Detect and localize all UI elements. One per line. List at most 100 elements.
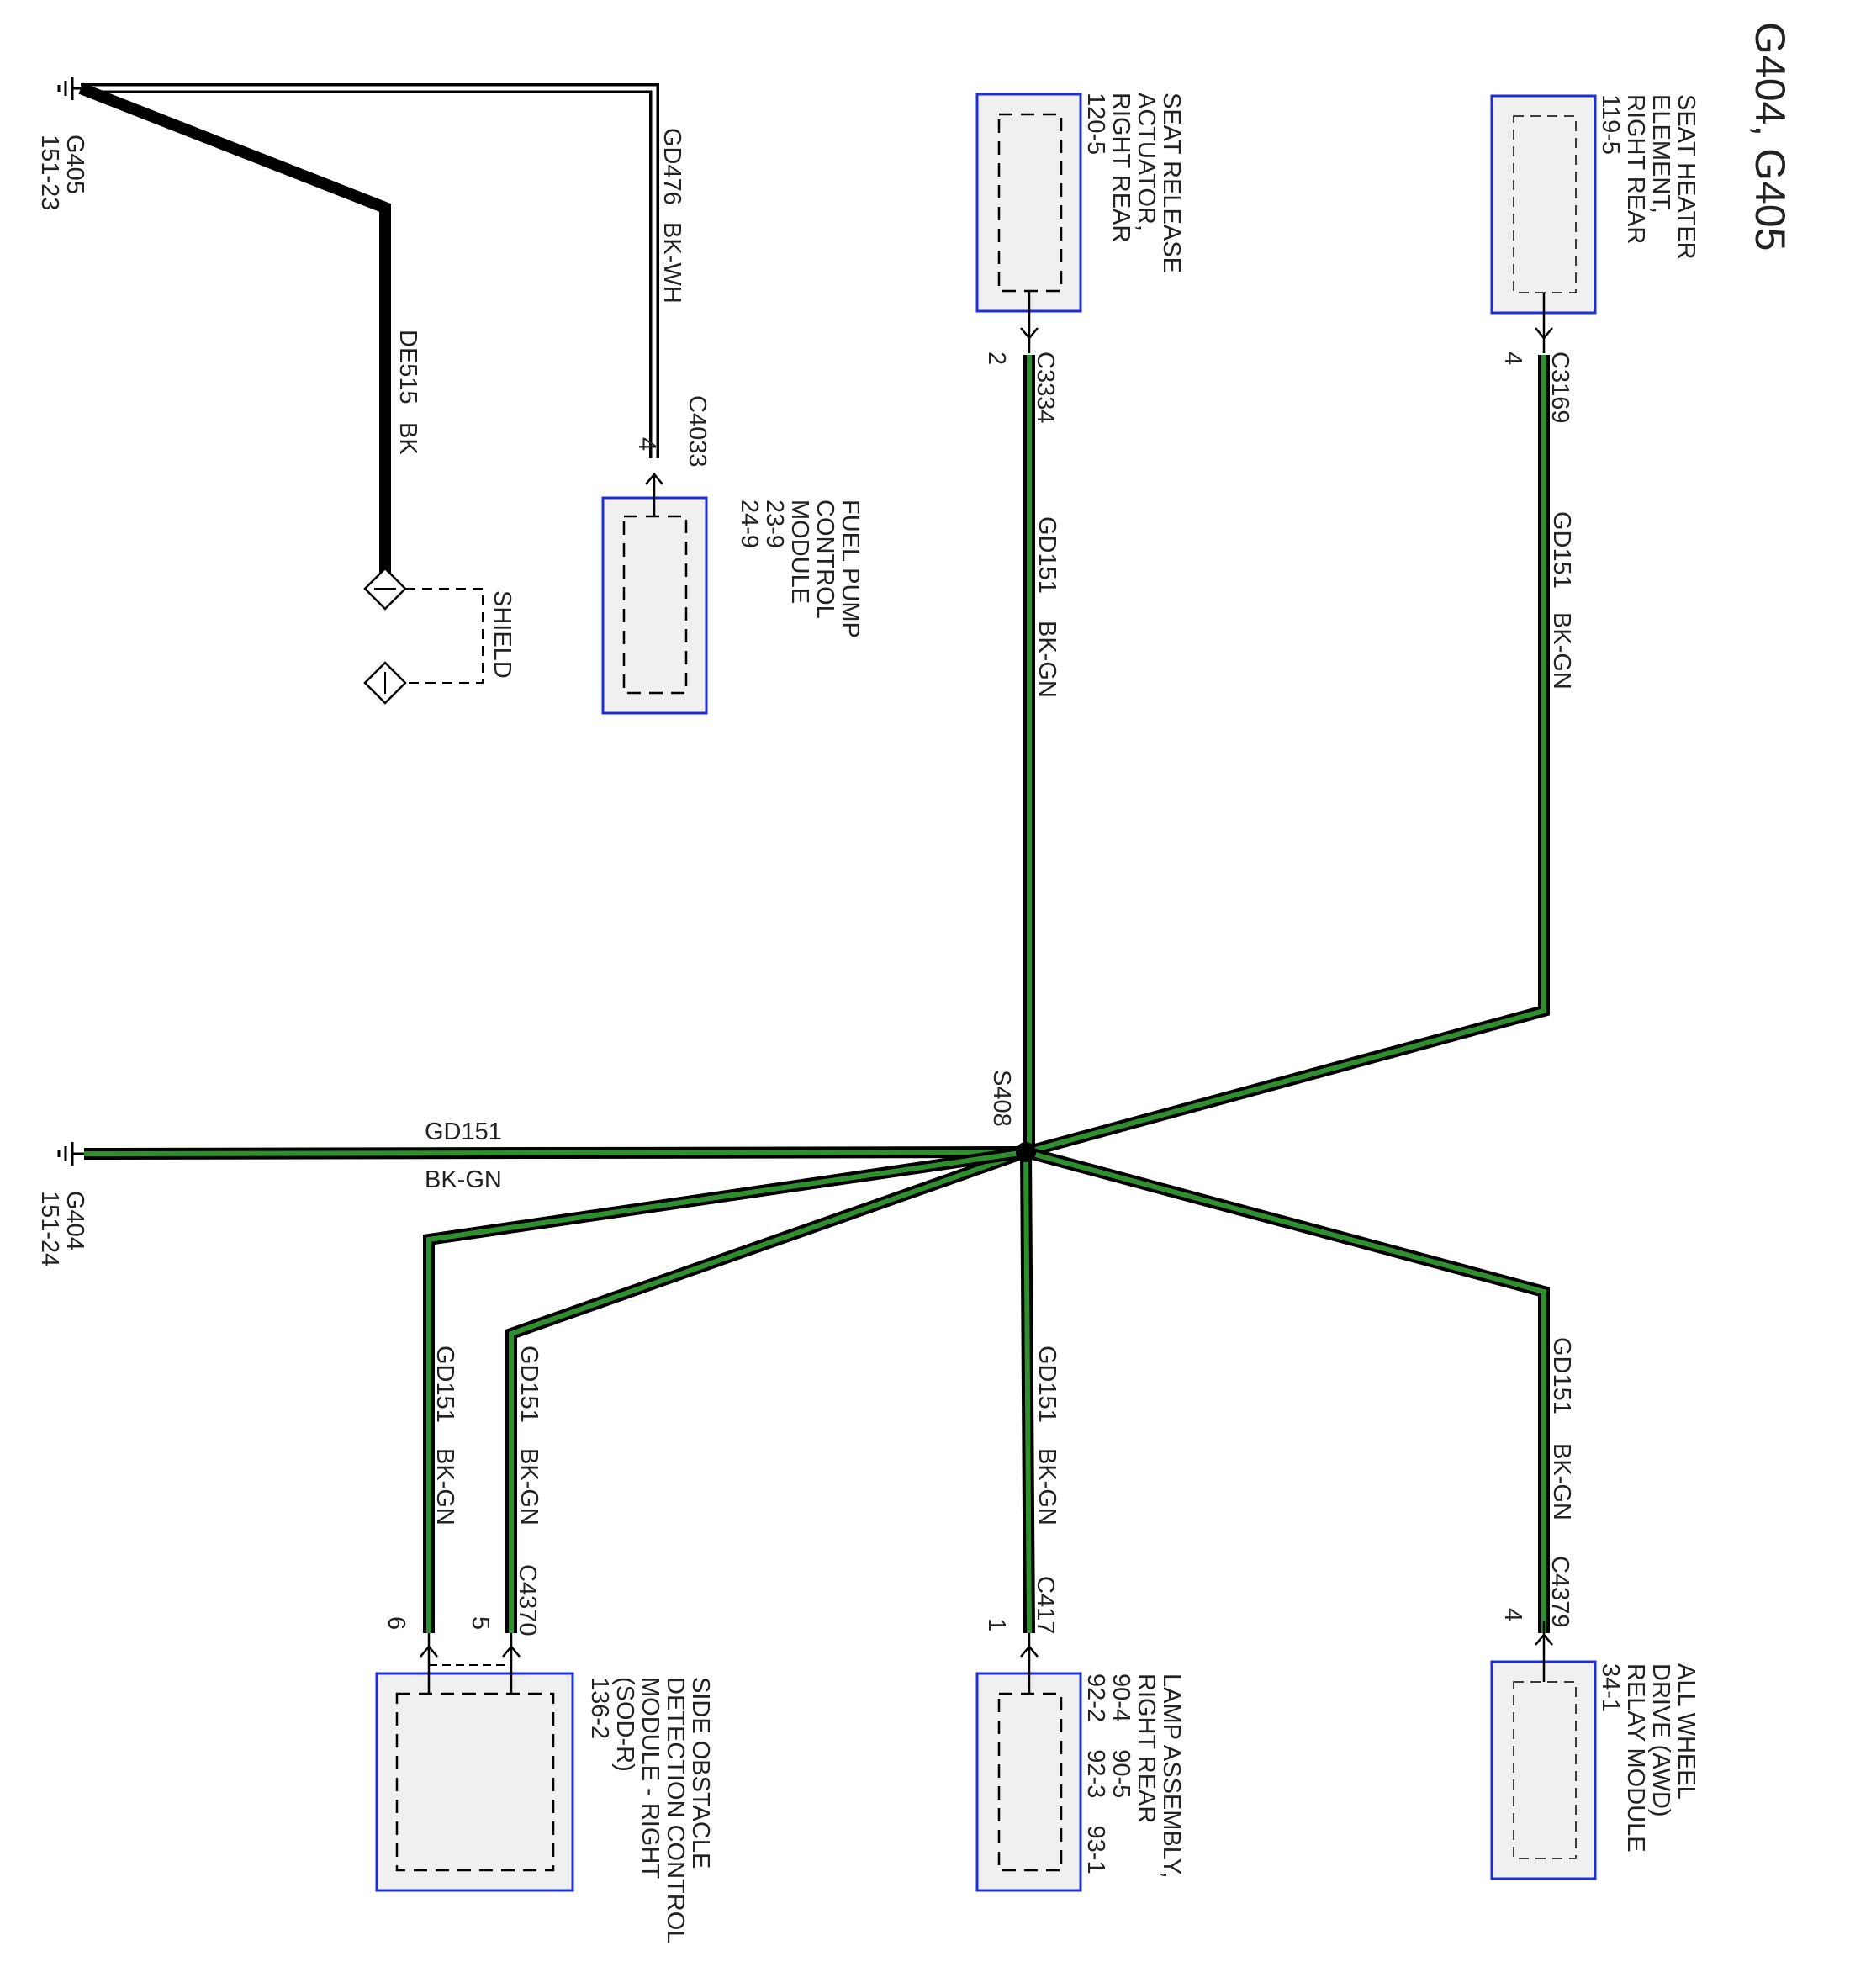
pin-label: 4 bbox=[1499, 352, 1526, 365]
connector-label: C417 bbox=[1032, 1576, 1059, 1634]
connector-label: C3334 bbox=[1032, 352, 1059, 423]
wire-circuit-sod-6: GD151 bbox=[431, 1346, 458, 1423]
component-name-line: RIGHT REAR bbox=[1622, 94, 1649, 244]
pin-label: 1 bbox=[983, 1618, 1010, 1631]
ground-label: G405 bbox=[61, 135, 88, 194]
splice-dot-icon bbox=[1016, 1142, 1036, 1162]
wire-color-stripe bbox=[509, 1150, 1027, 1633]
connector-label: C3169 bbox=[1546, 352, 1573, 423]
wire-gd151-ground[interactable] bbox=[83, 1146, 1027, 1160]
wire-color-gd476: BK-WH bbox=[658, 222, 685, 304]
wire-color-stripe bbox=[1025, 1150, 1546, 1633]
component-ref: 23-9 bbox=[761, 500, 788, 548]
wire-color-stripe bbox=[1023, 1151, 1032, 1634]
component-fuel-pump-control-module[interactable]: C4033 4 FUEL PUMP CONTROL MODULE 23-9 24… bbox=[601, 395, 864, 715]
wires bbox=[78, 82, 1550, 1634]
component-name-line: RELAY MODULE bbox=[1622, 1663, 1649, 1853]
connector-pin-icon bbox=[1535, 1621, 1553, 1682]
pin-label: 5 bbox=[467, 1616, 494, 1630]
component-sod-r-module[interactable]: C4370 5 6 SIDE OBSTACLE DETECTION CONTRO… bbox=[375, 1564, 714, 1943]
wire-gd151-sod-6[interactable] bbox=[423, 1146, 1028, 1633]
component-awd-relay-module[interactable]: C4379 4 ALL WHEEL DRIVE (AWD) RELAY MODU… bbox=[1490, 1556, 1699, 1880]
ground-g404[interactable]: G404 151-24 bbox=[36, 1142, 88, 1266]
wire-outer-stroke bbox=[81, 83, 659, 458]
wire-gd151-seat-heater[interactable] bbox=[1024, 355, 1550, 1158]
component-name-line: (SOD-R) bbox=[611, 1677, 638, 1772]
wire-outer-stroke bbox=[78, 82, 391, 577]
wire-circuit-seat-heater: GD151 bbox=[1548, 511, 1575, 589]
wire-circuit-lamp: GD151 bbox=[1033, 1346, 1060, 1423]
component-name-line: SEAT RELEASE bbox=[1158, 93, 1185, 273]
pin-label: 4 bbox=[1499, 1608, 1526, 1621]
component-ref: 90-4 90-5 bbox=[1107, 1673, 1134, 1798]
component-ref: 136-2 bbox=[586, 1677, 613, 1739]
splice-s408[interactable]: S408 bbox=[988, 1070, 1036, 1162]
wire-de515[interactable] bbox=[78, 82, 391, 577]
ground-ref: 151-23 bbox=[36, 135, 63, 210]
connector-pin-icon bbox=[502, 1633, 521, 1694]
ground-label: G404 bbox=[61, 1191, 88, 1250]
wire-circuit-sod-5: GD151 bbox=[515, 1346, 542, 1423]
ground-symbol-icon bbox=[57, 1142, 84, 1166]
wire-color-seat-heater: BK-GN bbox=[1548, 612, 1575, 690]
wire-color-stripe bbox=[83, 1150, 1027, 1156]
wire-color-stripe bbox=[426, 1150, 1027, 1633]
component-name-line: ACTUATOR, bbox=[1133, 93, 1160, 231]
wire-gd151-sod-5[interactable] bbox=[505, 1146, 1028, 1633]
wire-color-lamp: BK-GN bbox=[1033, 1448, 1060, 1525]
wire-circuit-seat-release: GD151 bbox=[1033, 516, 1060, 594]
connector-label: C4370 bbox=[514, 1564, 541, 1636]
pin-label: 2 bbox=[983, 352, 1010, 365]
wire-circuit-awd: GD151 bbox=[1548, 1337, 1575, 1414]
wire-outer-stroke bbox=[505, 1146, 1028, 1633]
wire-color-seat-release: BK-GN bbox=[1033, 621, 1060, 698]
component-name-line: SIDE OBSTACLE bbox=[687, 1677, 714, 1869]
pin-label: 6 bbox=[383, 1616, 410, 1630]
wire-circuit-de515: DE515 bbox=[394, 330, 421, 404]
wire-color-sod-5: BK-GN bbox=[515, 1448, 542, 1525]
component-name-line: DRIVE (AWD) bbox=[1647, 1663, 1674, 1817]
ground-g405[interactable]: G405 151-23 bbox=[36, 77, 88, 210]
shield: SHIELD bbox=[363, 567, 515, 705]
connector-label: C4379 bbox=[1546, 1556, 1573, 1627]
connector-pin-icon bbox=[645, 473, 663, 516]
wire-color-stripe bbox=[81, 86, 657, 458]
component-name-line: DETECTION CONTROL bbox=[662, 1677, 689, 1943]
component-name-line: ALL WHEEL bbox=[1673, 1663, 1699, 1800]
wire-gd476[interactable] bbox=[81, 83, 659, 458]
connector-pin-icon bbox=[1020, 291, 1039, 353]
shield-label: SHIELD bbox=[489, 590, 515, 679]
component-name-line: SEAT HEATER bbox=[1673, 94, 1699, 260]
component-name-line: MODULE bbox=[786, 500, 813, 604]
wire-gd151-awd[interactable] bbox=[1024, 1146, 1550, 1633]
component-ref: 34-1 bbox=[1597, 1663, 1624, 1712]
component-seat-heater-element[interactable]: C3169 4 SEAT HEATER ELEMENT, RIGHT REAR … bbox=[1490, 94, 1699, 423]
component-ref: 24-9 bbox=[736, 500, 763, 548]
wire-circuit-gd476: GD476 bbox=[658, 128, 685, 205]
pin-label: 4 bbox=[633, 437, 660, 451]
wire-color-sod-6: BK-GN bbox=[431, 1448, 458, 1525]
component-ref: 119-5 bbox=[1597, 94, 1624, 155]
component-name-line: CONTROL bbox=[811, 500, 838, 619]
component-name-line: LAMP ASSEMBLY, bbox=[1158, 1673, 1185, 1878]
connector-pin-icon bbox=[1020, 1633, 1039, 1694]
wire-color-stripe bbox=[1025, 355, 1546, 1155]
component-seat-release-actuator[interactable]: C3334 2 SEAT RELEASE ACTUATOR, RIGHT REA… bbox=[975, 93, 1185, 423]
ground-ref: 151-24 bbox=[36, 1191, 63, 1266]
component-ref: 120-5 bbox=[1082, 93, 1109, 155]
connector-label: C4033 bbox=[684, 395, 711, 467]
component-name-line: RIGHT REAR bbox=[1107, 93, 1134, 242]
connector-pin-icon bbox=[420, 1633, 438, 1694]
component-ref: 92-2 92-3 93-1 bbox=[1082, 1673, 1109, 1874]
connector-pin-icon bbox=[1535, 293, 1553, 353]
component-lamp-assembly[interactable]: C417 1 LAMP ASSEMBLY, RIGHT REAR 90-4 90… bbox=[975, 1576, 1185, 1892]
wire-color-main: BK-GN bbox=[425, 1166, 502, 1193]
component-name-line: FUEL PUMP bbox=[837, 500, 864, 638]
component-name-line: ELEMENT, bbox=[1647, 94, 1674, 214]
component-name-line: MODULE - RIGHT bbox=[637, 1677, 663, 1879]
wire-circuit-main: GD151 bbox=[425, 1118, 502, 1145]
splice-label: S408 bbox=[988, 1070, 1015, 1127]
shield-boundary bbox=[405, 588, 484, 684]
wire-gd151-lamp[interactable] bbox=[1020, 1151, 1035, 1634]
